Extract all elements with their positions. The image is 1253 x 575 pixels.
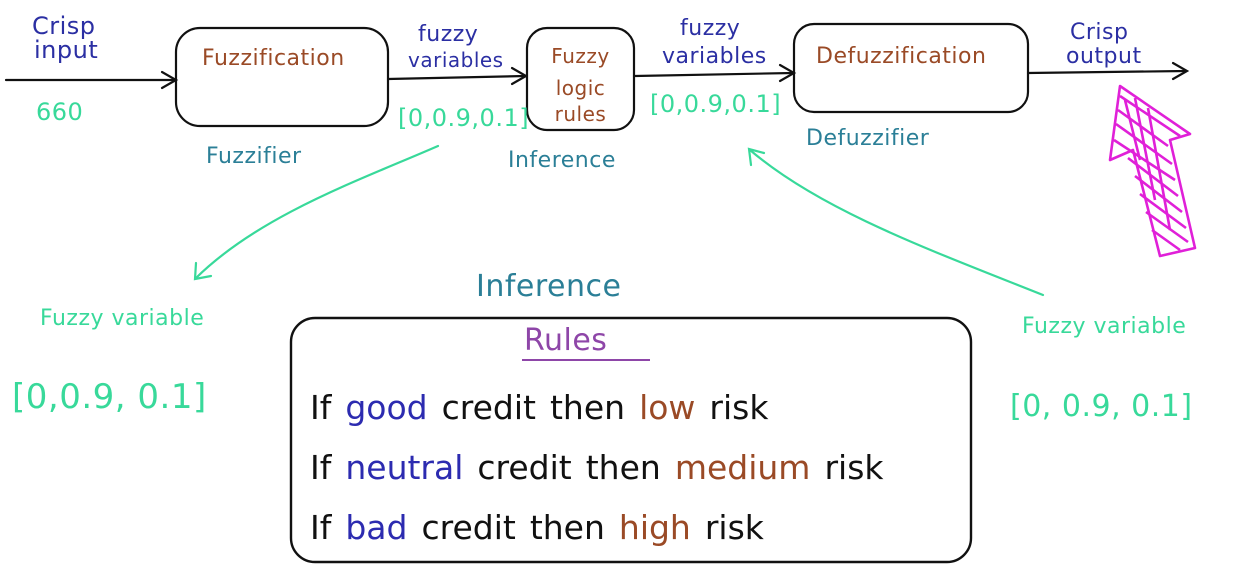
rule-result: high <box>618 508 691 547</box>
rule-then: then <box>529 508 605 547</box>
defuzzification-label: Defuzzification <box>816 44 987 69</box>
rule-if: If <box>310 388 332 427</box>
rule-then: then <box>549 388 626 427</box>
inference-panel-box <box>289 316 973 564</box>
crisp-output-label-1: Crisp <box>1070 20 1129 45</box>
crisp-output-label-2: output <box>1066 44 1142 69</box>
left-fuzzy-variable-value: [0,0.9, 0.1] <box>12 377 207 417</box>
crisp-input-label-1: Crisp <box>32 12 96 40</box>
inference-block-label-3: rules <box>554 102 607 126</box>
rule-credit: credit <box>421 508 516 547</box>
rule-risk: risk <box>824 448 884 487</box>
inference-block-label-1: Fuzzy <box>551 44 610 68</box>
right-fuzzy-variable-value: [0, 0.9, 0.1] <box>1010 389 1193 424</box>
rule-row: If neutral credit then medium risk <box>310 448 898 487</box>
inference-box <box>525 26 636 132</box>
inference-caption: Inference <box>508 148 616 173</box>
rule-condition: good <box>345 388 428 427</box>
link2-label-1: fuzzy <box>680 16 741 41</box>
defuzzifier-caption: Defuzzifier <box>806 126 930 151</box>
inference-panel-title: Inference <box>476 269 622 304</box>
rule-result: low <box>639 388 696 427</box>
rule-condition: neutral <box>345 448 464 487</box>
crisp-input-label-2: input <box>34 36 99 64</box>
rule-credit: credit <box>441 388 536 427</box>
inference-block-label-2: logic <box>555 76 606 100</box>
link2-label-2: variables <box>662 44 767 69</box>
green-arrow-right <box>747 147 1045 297</box>
rule-if: If <box>310 508 332 547</box>
defuzzification-box <box>792 22 1030 114</box>
rule-then: then <box>585 448 661 487</box>
input-value: 660 <box>36 98 84 126</box>
green-arrow-left <box>193 144 440 281</box>
fuzzification-box <box>174 26 390 128</box>
magenta-up-arrow <box>1108 84 1197 258</box>
rule-risk: risk <box>704 508 764 547</box>
fuzzifier-caption: Fuzzifier <box>206 144 302 169</box>
rule-risk: risk <box>709 388 769 427</box>
rule-credit: credit <box>477 448 572 487</box>
rule-condition: bad <box>345 508 408 547</box>
link2-value: [0,0.9,0.1] <box>650 90 782 118</box>
rules-heading: Rules <box>524 323 608 358</box>
output-arrow <box>1026 61 1190 81</box>
link1-label-1: fuzzy <box>418 22 479 47</box>
link1-label-2: variables <box>408 48 504 72</box>
fuzzification-label: Fuzzification <box>202 46 345 71</box>
link1-value: [0,0.9,0.1] <box>398 104 530 132</box>
left-fuzzy-variable-label: Fuzzy variable <box>40 306 205 331</box>
rule-result: medium <box>674 448 811 487</box>
input-arrow <box>4 70 179 90</box>
rule-if: If <box>310 448 332 487</box>
right-fuzzy-variable-label: Fuzzy variable <box>1022 314 1187 339</box>
